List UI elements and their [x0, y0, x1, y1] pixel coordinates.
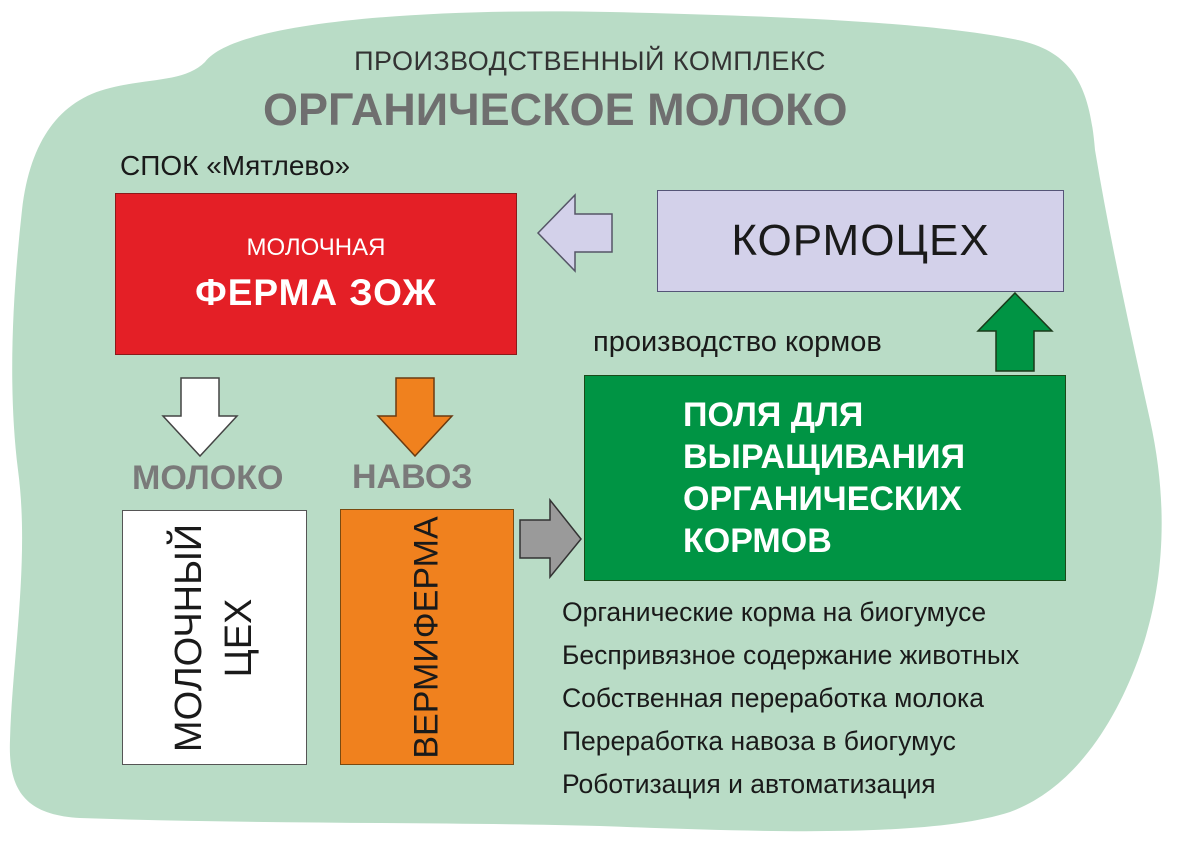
dairy-farm-subtitle: МОЛОЧНАЯ	[246, 234, 386, 261]
milk-label: МОЛОКО	[132, 459, 284, 497]
feature-item: Переработка навоза в биогумус	[562, 726, 956, 756]
vermifarm-box: ВЕРМИФЕРМА	[340, 509, 514, 765]
dairy-shop-text: МОЛОЧНЫЙ ЦЕХ	[165, 523, 265, 751]
feature-item: Роботизация и автоматизация	[562, 769, 936, 799]
feature-item: Собственная переработка молока	[562, 683, 984, 713]
arrow-right-icon	[519, 497, 582, 580]
feature-item: Беспривязное содержание животных	[562, 640, 1020, 670]
dairy-farm-title: ФЕРМА ЗОЖ	[195, 272, 437, 313]
organic-fields-box: ПОЛЯ ДЛЯ ВЫРАЩИВАНИЯ ОРГАНИЧЕСКИХ КОРМОВ	[584, 375, 1066, 581]
organic-fields-line: ОРГАНИЧЕСКИХ	[683, 480, 962, 518]
arrow-left-icon	[536, 193, 613, 273]
arrow-down-icon	[161, 377, 239, 458]
title-line1: ПРОИЗВОДСТВЕННЫЙ КОМПЛЕКС	[354, 46, 826, 76]
organic-fields-line: ПОЛЯ ДЛЯ	[683, 396, 864, 434]
feed-shop-label: КОРМОЦЕХ	[731, 216, 990, 265]
organic-fields-text: ПОЛЯ ДЛЯ ВЫРАЩИВАНИЯ ОРГАНИЧЕСКИХ КОРМОВ	[683, 394, 965, 562]
feature-item: Органические корма на биогумусе	[562, 597, 987, 627]
dairy-shop-box: МОЛОЧНЫЙ ЦЕХ	[122, 510, 307, 765]
feed-shop-box: КОРМОЦЕХ	[657, 190, 1064, 292]
page-title: ОРГАНИЧЕСКОЕ МОЛОКО	[263, 84, 848, 135]
arrow-up-icon	[976, 291, 1054, 372]
features-list: Органические корма на биогумусе Беспривя…	[562, 595, 1019, 810]
vermifarm-label: ВЕРМИФЕРМА	[407, 515, 446, 759]
feed-production-label: производство кормов	[593, 326, 882, 358]
org-name: СПОК «Мятлево»	[120, 150, 351, 181]
dairy-farm-box: МОЛОЧНАЯ ФЕРМА ЗОЖ	[115, 193, 517, 355]
arrow-down-icon	[376, 377, 454, 458]
dairy-shop-line2: ЦЕХ	[218, 598, 261, 677]
organic-fields-line: ВЫРАЩИВАНИЯ	[683, 438, 966, 476]
manure-label: НАВОЗ	[352, 458, 473, 496]
organic-fields-line: КОРМОВ	[683, 522, 832, 560]
dairy-shop-line1: МОЛОЧНЫЙ	[168, 523, 211, 752]
